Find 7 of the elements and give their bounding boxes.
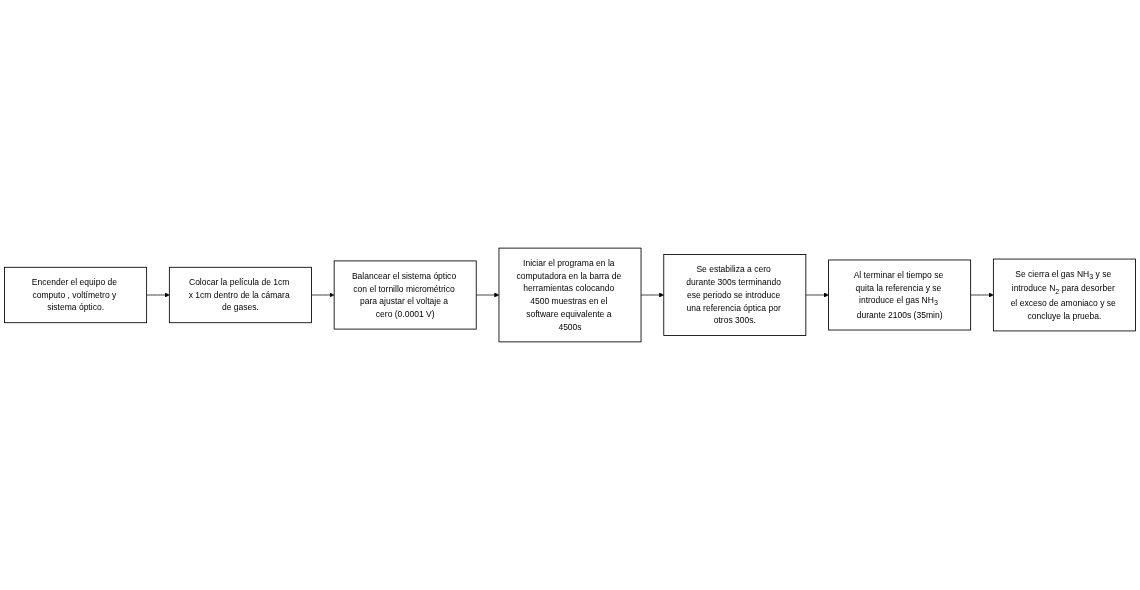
node-box: Encender el equipo de computo , voltímetro y sistema óptico. [4,266,148,324]
node-box: Iniciar el programa en la computadora en la barra de herramientas colocando 4500 muestras en el software equivalente a 4500s [498,247,642,343]
node-box: Se estabiliza a cero durante 300s terminando ese periodo se introduce una referencia óptica por otros 300s. [663,254,807,336]
node-box: Se cierra el gas NH$_{3}$ y se introduce N$_{2}$ para desorber el exceso de amoniaco y se concluye la prueba. [992,258,1136,332]
node-box: Balancear el sistema óptico con el tornillo micrométrico para ajustar el voltaje a cero (0.0001 V) [333,260,477,330]
node-box: Al terminar el tiempo se quita la referencia y se introduce el gas NH$_{3}$ durante 2100s (35min) [828,259,972,331]
node-box: Colocar la película de 1cm x 1cm dentro de la cámara de gases. [168,266,312,324]
